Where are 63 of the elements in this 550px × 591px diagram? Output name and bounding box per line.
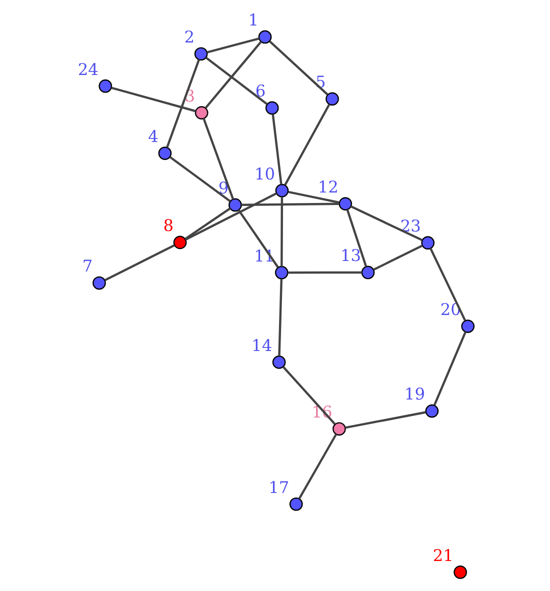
connector (287, 271, 362, 274)
connector (346, 209, 367, 267)
node-label: 9 (218, 178, 228, 198)
connector (204, 40, 262, 109)
node-label: 10 (254, 164, 275, 184)
node-circle (264, 101, 278, 115)
connector (168, 156, 230, 202)
node-label: 1 (248, 10, 258, 30)
node-label: 6 (254, 82, 266, 101)
connector (344, 411, 426, 429)
node-label: 17 (268, 478, 289, 497)
connector (298, 434, 337, 500)
connector (184, 192, 277, 241)
connector (372, 244, 422, 271)
node-label: 7 (82, 256, 92, 276)
connector (268, 40, 328, 96)
node-circle (194, 106, 208, 120)
node-circle (332, 422, 346, 436)
connector (429, 248, 466, 322)
connector (284, 104, 330, 186)
node-circle (158, 146, 172, 160)
connector (202, 118, 234, 200)
connector (278, 279, 282, 356)
connector (104, 244, 174, 282)
connector (240, 202, 339, 206)
node-circle (272, 356, 286, 369)
node-circle (98, 79, 112, 93)
node-label: 4 (148, 126, 158, 146)
node-circle (92, 276, 106, 290)
connector (432, 332, 466, 406)
connector (288, 190, 339, 204)
node-label: 8 (162, 216, 174, 236)
connector (282, 366, 336, 425)
node-circle (325, 92, 338, 106)
node-circle (338, 197, 352, 210)
node-circle (420, 236, 434, 250)
connector (184, 208, 230, 240)
node-circle (460, 320, 474, 333)
connector (166, 59, 200, 148)
node-circle (274, 266, 288, 280)
connector (271, 114, 282, 185)
node-circle (258, 30, 272, 44)
node-circle (172, 236, 186, 250)
connector (110, 86, 196, 112)
node-label: 2 (184, 28, 194, 47)
node-circle (424, 404, 438, 418)
connector (350, 205, 422, 242)
connector (206, 37, 259, 54)
connector (205, 56, 268, 105)
node-label: 19 (404, 384, 425, 404)
node-circle (453, 566, 466, 579)
node-label: 14 (251, 336, 272, 355)
node-circle (194, 47, 208, 61)
node-circle (228, 198, 242, 212)
connector (280, 196, 283, 266)
node-circle (360, 266, 374, 280)
node-circle (288, 497, 302, 511)
connector (237, 209, 278, 268)
node-label: 24 (77, 60, 98, 79)
node-label: 12 (317, 177, 338, 196)
node-circle (274, 184, 288, 198)
node-label: 21 (432, 546, 453, 565)
node-label: 13 (340, 246, 361, 266)
